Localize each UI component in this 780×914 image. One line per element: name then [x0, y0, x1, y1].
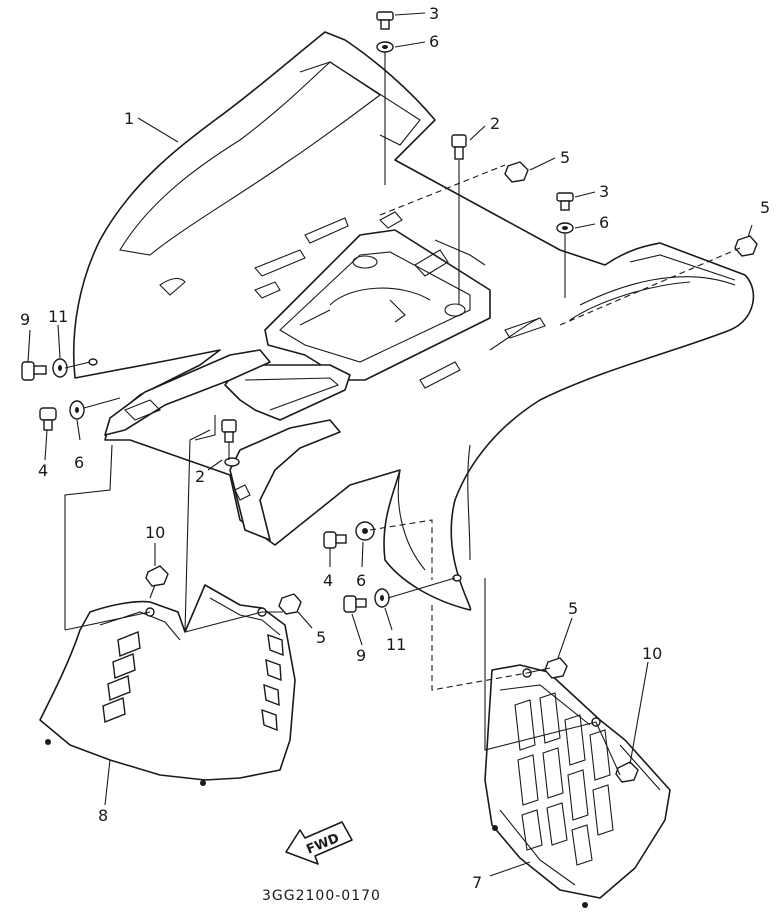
figure-code: 3GG2100-0170 [262, 888, 381, 904]
callout-9-right: 9 [356, 646, 366, 665]
callout-5-far-right: 5 [760, 198, 770, 217]
callout-6-top: 6 [429, 32, 439, 51]
callout-6-right: 6 [599, 213, 609, 232]
callout-3-right: 3 [599, 182, 609, 201]
callout-7: 7 [472, 873, 482, 892]
callout-4-left: 4 [38, 461, 48, 480]
callout-labels: 1 3 6 2 5 3 6 5 9 11 4 6 2 10 5 4 6 9 11… [20, 4, 770, 892]
callout-11-left: 11 [48, 307, 68, 326]
bolt-3-right [556, 192, 574, 211]
callout-10-left: 10 [145, 523, 165, 542]
bolt-4-right [323, 531, 347, 549]
leader-lines [27, 12, 753, 877]
bolt-2-right [451, 134, 467, 160]
bolt-9-right [343, 595, 367, 613]
callout-11-right: 11 [386, 635, 406, 654]
callout-2-center: 2 [195, 467, 205, 486]
assembly-lines [64, 52, 741, 776]
bolt-9-left [21, 361, 47, 381]
callout-2-right: 2 [490, 114, 500, 133]
callout-8: 8 [98, 806, 108, 825]
rear-fender-part-1 [72, 31, 755, 611]
callout-1: 1 [124, 109, 134, 128]
mud-guard-part-8 [39, 584, 296, 786]
hardware-group [21, 11, 758, 783]
bolt-3-top [376, 11, 394, 30]
callout-4-right: 4 [323, 571, 333, 590]
callout-5-upper: 5 [560, 148, 570, 167]
nut-5-upper [504, 161, 529, 183]
callout-9-left: 9 [20, 310, 30, 329]
callout-5-center: 5 [316, 628, 326, 647]
forward-arrow: FWD [285, 821, 353, 865]
nut-10-left [145, 565, 169, 587]
callout-10-right: 10 [642, 644, 662, 663]
callout-5-lower-right: 5 [568, 599, 578, 618]
nut-5-lower-right [544, 657, 568, 679]
mud-guard-part-7 [484, 664, 671, 908]
bolt-2-center [221, 419, 240, 467]
callout-3-top: 3 [429, 4, 439, 23]
callout-6-lower: 6 [356, 571, 366, 590]
nut-5-far-right [734, 235, 758, 257]
bolt-4-left [39, 407, 57, 431]
callout-6-left: 6 [74, 453, 84, 472]
nut-5-center [278, 593, 302, 615]
fwd-arrow-shape [285, 821, 353, 865]
